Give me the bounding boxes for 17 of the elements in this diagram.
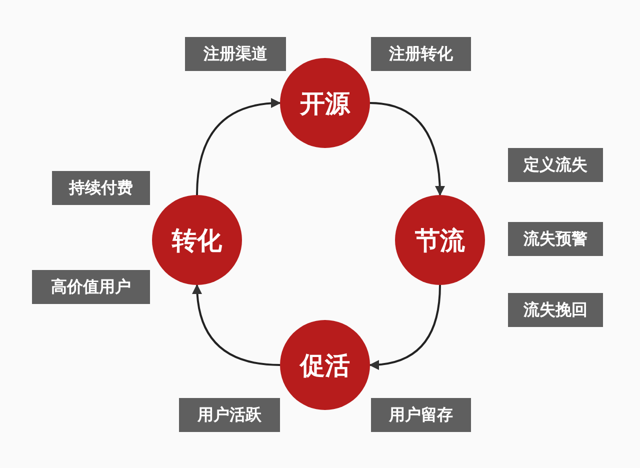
stage-circle: 转化 <box>152 195 242 285</box>
label-box: 持续付费 <box>52 171 150 205</box>
stage-circle: 节流 <box>395 195 485 285</box>
stage-circle: 促活 <box>280 320 370 410</box>
label-box: 用户留存 <box>371 398 471 432</box>
arrow <box>369 284 441 370</box>
label-box: 高价值用户 <box>32 270 150 304</box>
label-box: 注册渠道 <box>185 37 286 71</box>
label-box: 用户活跃 <box>179 398 280 432</box>
label-box: 注册转化 <box>371 37 471 71</box>
arrow <box>196 98 281 196</box>
label-box: 流失预警 <box>508 222 603 256</box>
arrow <box>370 102 445 196</box>
label-box: 定义流失 <box>508 148 603 182</box>
arrow <box>192 284 280 366</box>
stage-circle: 开源 <box>280 58 370 148</box>
label-box: 流失挽回 <box>508 293 603 327</box>
